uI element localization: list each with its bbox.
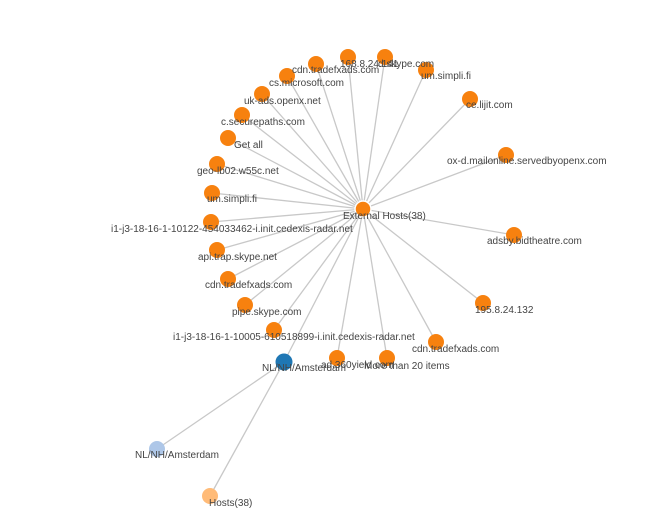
graph-node-label-n1: 168.8.24.141 [340, 59, 399, 70]
graph-edge-ext-n13 [210, 208, 364, 223]
graph-labels: External Hosts(38) 168.8.24.141d.skype.co… [111, 59, 607, 509]
graph-node-label-n4: um.simpli.fi [421, 71, 471, 82]
graph-node-n9[interactable] [220, 130, 236, 146]
graph-node-n6[interactable] [462, 91, 478, 107]
graph-node-n22[interactable] [379, 350, 395, 366]
graph-edge-ext-n3 [315, 63, 364, 210]
graph-edge-ext-n9 [227, 137, 364, 210]
graph-edge-ext-n21 [336, 208, 364, 359]
graph-edge-ext-n11 [216, 163, 364, 210]
graph-edge-ext-n14 [362, 208, 515, 236]
graph-node-label-n19: i1-j3-18-16-1-10005-610518899-i.init.ced… [173, 332, 415, 343]
graph-node-label-n8: c.securepaths.com [221, 117, 305, 128]
graph-node-n11[interactable] [209, 156, 225, 172]
graph-edge-ext-n5 [286, 75, 364, 210]
graph-node-label-n7: uk-ads.openx.net [244, 96, 321, 107]
graph-node-label-n20: cdn.tradefxads.com [412, 344, 499, 355]
graph-node-n20[interactable] [428, 334, 444, 350]
graph-edge-nl1-nl2 [156, 361, 285, 450]
graph-node-label-n17: pipe.skype.com [232, 307, 301, 318]
graph-edge-ext-n15 [216, 208, 364, 251]
graph-node-n18[interactable] [475, 295, 491, 311]
graph-node-n15[interactable] [209, 242, 225, 258]
graph-node-label-n10: ox-d.mailonline.servedbyopenx.com [447, 156, 607, 167]
graph-node-n4[interactable] [418, 62, 434, 78]
graph-node-n16[interactable] [220, 271, 236, 287]
graph-node-n13[interactable] [203, 214, 219, 230]
graph-edge-ext-n18 [362, 208, 484, 304]
graph-node-n3[interactable] [308, 56, 324, 72]
graph-node-n2[interactable] [377, 49, 393, 65]
graph-node-label-n13: i1-j3-18-16-1-10122-454033462-i.init.ced… [111, 224, 353, 235]
graph-edge-ext-n19 [273, 208, 364, 331]
graph-node-label-n22: More than 20 items [364, 361, 450, 372]
graph-node-label-n3: cdn.tradefxads.com [292, 65, 379, 76]
graph-node-label-nl1: NL/NH/Amsterdam [262, 363, 346, 374]
graph-edge-ext-n2 [362, 56, 386, 210]
graph-node-hosts[interactable] [202, 488, 218, 504]
graph-node-n5[interactable] [279, 68, 295, 84]
graph-edge-ext-n7 [261, 93, 364, 210]
graph-node-n12[interactable] [204, 185, 220, 201]
graph-links [156, 56, 515, 497]
graph-edge-ext-n1 [347, 56, 364, 210]
graph-node-label-n5: cs.microsoft.com [269, 78, 344, 89]
graph-node-nl2[interactable] [149, 441, 165, 457]
graph-edge-nl1-hosts [209, 361, 285, 497]
graph-node-label-nl2: NL/NH/Amsterdam [135, 450, 219, 461]
graph-edge-ext-n12 [211, 192, 364, 210]
graph-node-label-n21: ad.360yield.com [321, 360, 394, 371]
graph-node-n19[interactable] [266, 322, 282, 338]
graph-edge-ext-n6 [362, 98, 471, 210]
graph-edge-ext-n16 [227, 208, 364, 280]
graph-edge-ext-n10 [362, 154, 507, 210]
graph-nodes [149, 49, 522, 504]
graph-node-label-n9: Get all [234, 140, 263, 151]
graph-edge-ext-nl1 [283, 208, 364, 363]
graph-node-label-n11: geo-lb02.w55c.net [197, 166, 279, 177]
graph-node-n21[interactable] [329, 350, 345, 366]
graph-node-label-ext: External Hosts(38) [343, 211, 426, 222]
graph-node-n1[interactable] [340, 49, 356, 65]
graph-node-label-n2: d.skype.com [378, 59, 434, 70]
graph-node-ext[interactable] [354, 200, 372, 218]
graph-node-n8[interactable] [234, 107, 250, 123]
graph-node-label-n16: cdn.tradefxads.com [205, 280, 292, 291]
graph-node-nl1[interactable] [275, 353, 293, 371]
graph-edge-ext-n8 [241, 114, 364, 210]
graph-node-label-n15: api.trap.skype.net [198, 252, 277, 263]
graph-node-label-n14: adsby.bidtheatre.com [487, 236, 582, 247]
graph-edge-ext-n4 [362, 69, 427, 210]
graph-edge-ext-n22 [362, 208, 388, 359]
graph-node-label-hosts: Hosts(38) [209, 498, 252, 509]
graph-node-label-n6: ce.lijit.com [466, 100, 513, 111]
graph-node-label-n18: 195.8.24.132 [475, 305, 534, 316]
graph-node-n17[interactable] [237, 297, 253, 313]
graph-node-label-n12: um.simpli.fi [207, 194, 257, 205]
graph-edge-ext-n20 [362, 208, 437, 343]
graph-node-n10[interactable] [498, 147, 514, 163]
graph-node-n7[interactable] [254, 86, 270, 102]
graph-edge-ext-n17 [244, 208, 364, 306]
graph-node-n14[interactable] [506, 227, 522, 243]
